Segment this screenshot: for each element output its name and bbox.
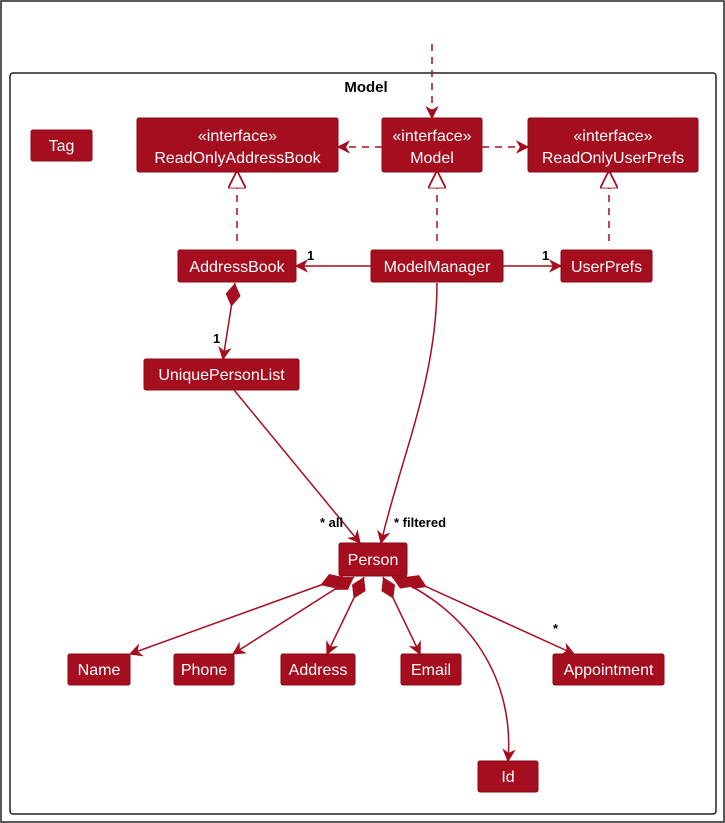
edges — [128, 44, 609, 763]
class-userprefs[interactable]: UserPrefs — [560, 249, 653, 283]
class-addressbook[interactable]: AddressBook — [177, 249, 297, 283]
email-label: Email — [411, 662, 451, 679]
class-appointment[interactable]: Appointment — [552, 653, 665, 686]
class-tag[interactable]: Tag — [30, 129, 93, 162]
addressbook-composes-uniquepersonlist — [218, 282, 241, 361]
multiplicity-addressbook: 1 — [307, 248, 314, 263]
person-composes-id — [391, 574, 516, 763]
class-id[interactable]: Id — [477, 760, 539, 793]
addressbook-label: AddressBook — [189, 259, 285, 276]
appointment-label: Appointment — [564, 662, 654, 679]
model-stereotype: «interface» — [392, 128, 471, 145]
uniquepersonlist-label: UniquePersonList — [158, 367, 285, 384]
class-model[interactable]: «interface» Model — [381, 117, 483, 173]
uniquepersonlist-to-person-arrow — [233, 389, 361, 545]
id-label: Id — [501, 769, 514, 786]
phone-label: Phone — [181, 662, 227, 679]
person-label: Person — [348, 552, 399, 569]
modelmanager-to-person-arrow — [377, 282, 438, 545]
class-readonlyaddressbook[interactable]: «interface» ReadOnlyAddressBook — [136, 117, 339, 173]
class-modelmanager[interactable]: ModelManager — [370, 249, 504, 283]
readonlyaddressbook-stereotype: «interface» — [198, 128, 277, 145]
class-phone[interactable]: Phone — [173, 653, 235, 686]
modelmanager-label: ModelManager — [384, 259, 491, 276]
class-name[interactable]: Name — [67, 653, 131, 686]
person-composes-phone — [231, 576, 355, 655]
class-email[interactable]: Email — [400, 653, 462, 686]
readonlyuserprefs-stereotype: «interface» — [573, 128, 652, 145]
package-title: Model — [344, 79, 387, 96]
class-tag-label: Tag — [49, 138, 75, 155]
readonlyuserprefs-label: ReadOnlyUserPrefs — [542, 150, 684, 167]
multiplicity-uniquepersonlist: 1 — [213, 331, 220, 346]
package-frame — [9, 72, 717, 815]
person-composes-address — [326, 576, 366, 656]
class-readonlyuserprefs[interactable]: «interface» ReadOnlyUserPrefs — [527, 117, 699, 173]
multiplicity-filtered: * filtered — [394, 515, 446, 530]
multiplicity-all: * all — [320, 515, 343, 530]
model-label: Model — [410, 150, 454, 167]
class-person[interactable]: Person — [338, 542, 408, 577]
person-composes-appointment — [404, 575, 576, 656]
name-label: Name — [78, 662, 121, 679]
multiplicity-userprefs: 1 — [542, 248, 549, 263]
multiplicity-appointment: * — [553, 621, 559, 636]
readonlyaddressbook-label: ReadOnlyAddressBook — [154, 150, 321, 167]
userprefs-label: UserPrefs — [571, 259, 642, 276]
class-uniquepersonlist[interactable]: UniquePersonList — [143, 358, 300, 391]
class-address[interactable]: Address — [280, 653, 356, 686]
address-label: Address — [289, 662, 348, 679]
person-composes-name — [128, 574, 344, 657]
